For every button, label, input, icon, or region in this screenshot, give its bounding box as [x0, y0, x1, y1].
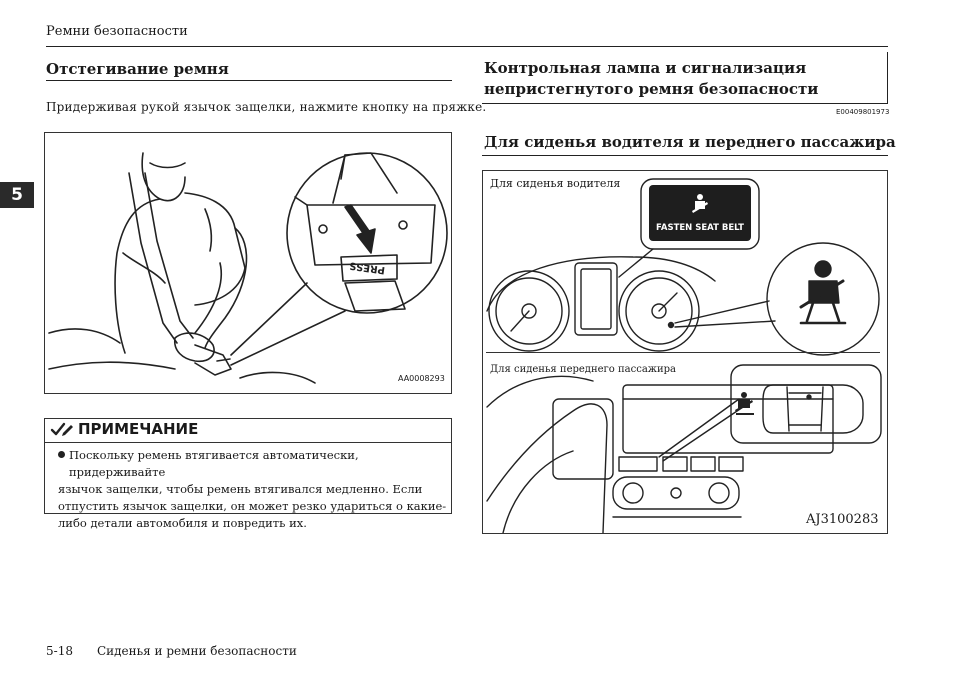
note-line-4: либо детали автомобиля и повредить их. — [58, 516, 307, 530]
person-buckle-drawing: PRESS — [48, 152, 448, 384]
figure-code-left: AA0008293 — [398, 374, 445, 383]
note-line-1: Поскольку ремень втягивается автоматичес… — [69, 448, 359, 479]
page-footer: 5-18 Сиденья и ремни безопасности — [46, 644, 297, 658]
note-line-2: язычок защелки, чтобы ремень втягивался … — [58, 482, 423, 496]
header-rule — [46, 46, 888, 47]
dashboard-drawing: FASTEN SEAT BELT — [486, 178, 882, 534]
footer-section: Сиденья и ремни безопасности — [96, 644, 297, 658]
section-heading-unfasten: Отстегивание ремня — [46, 60, 229, 78]
press-button-label: PRESS — [349, 259, 386, 275]
note-header: ПРИМЕЧАНИЕ — [50, 420, 198, 438]
note-box — [44, 418, 452, 514]
label-passenger-seat: Для сиденья переднего пассажира — [490, 364, 677, 375]
note-text: Поскольку ремень втягивается автоматичес… — [58, 447, 453, 532]
figure-separator — [486, 352, 880, 353]
subheading-driver-passenger: Для сиденья водителя и переднего пассажи… — [484, 133, 896, 151]
label-driver-seat: Для сиденья водителя — [490, 177, 621, 190]
note-title: ПРИМЕЧАНИЕ — [78, 420, 199, 438]
page-number: 5-18 — [46, 644, 73, 658]
figure-code-right: AJ3100283 — [806, 512, 879, 527]
section-heading-warning-lamp: Контрольная лампа и сигнализация неприст… — [484, 58, 818, 100]
heading-rule — [46, 80, 452, 81]
subheading-rule — [482, 155, 888, 156]
warning-lamp-illustration: FASTEN SEAT BELT — [482, 170, 888, 534]
bullet-icon — [58, 451, 65, 458]
chapter-tab: 5 — [0, 182, 34, 208]
section-heading-frame — [482, 52, 888, 104]
pencil-check-icon — [50, 422, 73, 436]
note-rule — [44, 442, 452, 443]
heading-line-1: Контрольная лампа и сигнализация — [484, 59, 807, 77]
unfasten-belt-illustration: PRESS — [44, 132, 452, 394]
fasten-seat-belt-display: FASTEN SEAT BELT — [656, 223, 744, 233]
instruction-paragraph: Придерживая рукой язычок защелки, нажмит… — [46, 100, 487, 114]
running-header: Ремни безопасности — [46, 24, 188, 39]
note-line-3: отпустить язычок защелки, он может резко… — [58, 499, 447, 513]
heading-line-2: непристегнутого ремня безопасности — [484, 80, 819, 98]
doc-code: E00409801973 — [836, 108, 890, 116]
